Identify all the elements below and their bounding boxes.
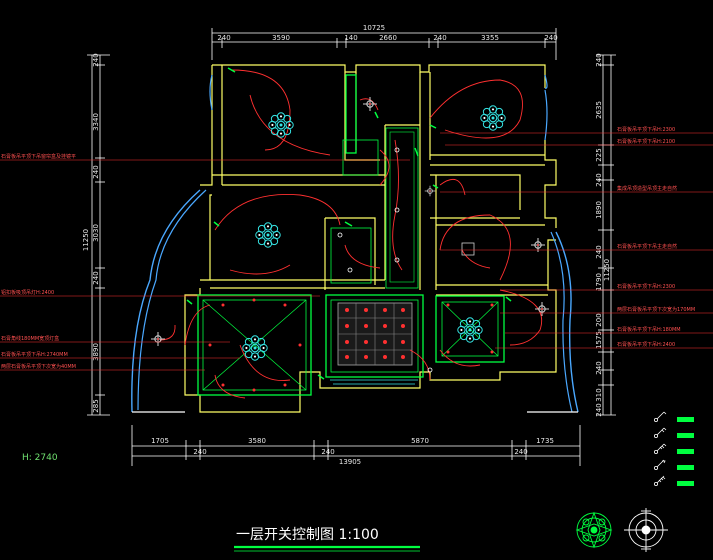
right-annotation: 石膏板吊平顶下吊H:2300 (617, 283, 675, 290)
right-dim-seg: 240 (595, 403, 603, 416)
right-annotation: 两层石膏板吊平顶下次宽为170MM (617, 306, 695, 313)
right-annotation: 集成吊顶造型吊顶主走自然 (617, 185, 677, 192)
left-dimension-group: 11250 240 3340 240 3030 240 3890 285 (82, 53, 110, 416)
compass-symbol (624, 508, 668, 552)
right-dim-seg: 240 (595, 173, 603, 186)
bottom-dim-upper: 1735 (536, 437, 554, 445)
right-dim-seg: 240 (595, 245, 603, 258)
exhaust-fan-icon (461, 242, 475, 256)
top-dim-seg: 2660 (379, 34, 397, 42)
right-dim-seg: 310 (595, 388, 603, 401)
ceiling-lamp-icon (150, 331, 166, 347)
top-dim-seg: 240 (433, 34, 446, 42)
left-annotation: 铝扣板吸顶吊灯H:2400 (1, 289, 54, 296)
right-dim-seg: 200 (595, 313, 603, 326)
right-dimension-group: 11250 240 2635 225 240 1890 240 1790 200… (595, 53, 616, 417)
bottom-dimension-group: 1705 3580 5870 1735 240 240 240 13905 (131, 425, 581, 466)
right-annotation: 石膏板吊平顶下吊主走自然 (617, 243, 677, 250)
top-dim-seg: 3590 (272, 34, 290, 42)
left-dim-seg: 240 (92, 53, 100, 66)
dimmer-switch-icon (654, 459, 694, 470)
right-annotation: 石膏板吊平顶下吊H:2300 (617, 126, 675, 133)
bottom-dim-lower: 240 (193, 448, 206, 456)
bottom-dim-upper: 5870 (411, 437, 429, 445)
legend-swatch (677, 465, 694, 470)
double-switch-icon (654, 427, 694, 438)
left-dim-seg: 3030 (92, 224, 100, 242)
chandelier-icon (480, 105, 506, 131)
left-dim-seg: 240 (92, 165, 100, 178)
light-fixtures (150, 96, 550, 392)
window-group (131, 74, 579, 413)
right-dim-seg: 240 (595, 361, 603, 374)
bottom-dim-upper: 1705 (151, 437, 169, 445)
top-total-dim: 10725 (363, 24, 385, 32)
ceiling-lamp-icon (424, 185, 436, 197)
wiring-group (159, 69, 542, 399)
legend-swatch (677, 417, 694, 422)
switch-legend (654, 411, 694, 486)
legend-swatch (677, 449, 694, 454)
right-total-dim: 11250 (603, 259, 611, 281)
legend-swatch (677, 433, 694, 438)
left-annotation: 石膏板吊平顶下吊窗帘盒及挂镜平 (1, 153, 76, 160)
left-annotation: 石膏角线180MM宽顶灯盒 (1, 335, 59, 342)
left-annotation: 石膏板吊平顶下吊H:2740MM (1, 351, 68, 358)
bottom-dim-lower: 240 (321, 448, 334, 456)
right-annotation: 石膏板吊平顶下吊H:2400 (617, 341, 675, 348)
left-dim-seg: 3890 (92, 343, 100, 361)
switch-markers (186, 67, 512, 380)
right-dim-seg: 2635 (595, 101, 603, 119)
drawing-title: 一层开关控制图 1:100 (236, 527, 379, 543)
top-dim-seg: 240 (217, 34, 230, 42)
left-annotation: 两层石膏板吊平顶下次宽为40MM (1, 363, 76, 370)
right-annotation: 石膏板吊平顶下吊H:180MM (617, 326, 681, 333)
single-switch-icon (654, 411, 694, 422)
bottom-dim-upper: 3580 (248, 437, 266, 445)
top-dimension-group: 10725 240 3590 140 2660 240 3355 240 (211, 24, 558, 60)
right-annotation: 石膏板吊平顶下吊H:2100 (617, 138, 675, 145)
right-dim-seg: 1890 (595, 201, 603, 219)
top-dim-seg: 3355 (481, 34, 499, 42)
bottom-total-dim: 13905 (339, 458, 361, 466)
bottom-dim-lower: 240 (514, 448, 527, 456)
chandelier-icon (242, 335, 268, 361)
right-dim-seg: 1575 (595, 331, 603, 349)
chandelier-icon (457, 317, 483, 343)
left-total-dim: 11250 (82, 229, 90, 251)
chandelier-icon (268, 112, 294, 138)
four-gang-switch-icon (654, 475, 694, 486)
triple-switch-icon (654, 443, 694, 454)
left-dim-seg: 3340 (92, 113, 100, 131)
right-dim-seg: 225 (595, 148, 603, 161)
grid-ceiling (337, 302, 413, 366)
left-dim-seg: 240 (92, 271, 100, 284)
north-arrow-symbol (575, 511, 613, 549)
left-dim-seg: 285 (92, 399, 100, 412)
legend-swatch (677, 481, 694, 486)
height-label: H: 2740 (22, 453, 58, 463)
ceiling-lamp-icon (534, 301, 550, 317)
top-dim-seg: 140 (344, 34, 357, 42)
wall-outline (184, 64, 557, 413)
right-dim-seg: 240 (595, 53, 603, 66)
chandelier-icon (255, 222, 281, 248)
right-dim-seg: 1790 (595, 273, 603, 291)
left-annotation-group: 石膏板吊平顶下吊窗帘盒及挂镜平 铝扣板吸顶吊灯H:2400 石膏角线180MM宽… (0, 153, 410, 371)
top-dim-seg: 240 (544, 34, 557, 42)
right-annotation-group: 石膏板吊平顶下吊H:2300 石膏板吊平顶下吊H:2100 集成吊顶造型吊顶主走… (440, 126, 713, 349)
